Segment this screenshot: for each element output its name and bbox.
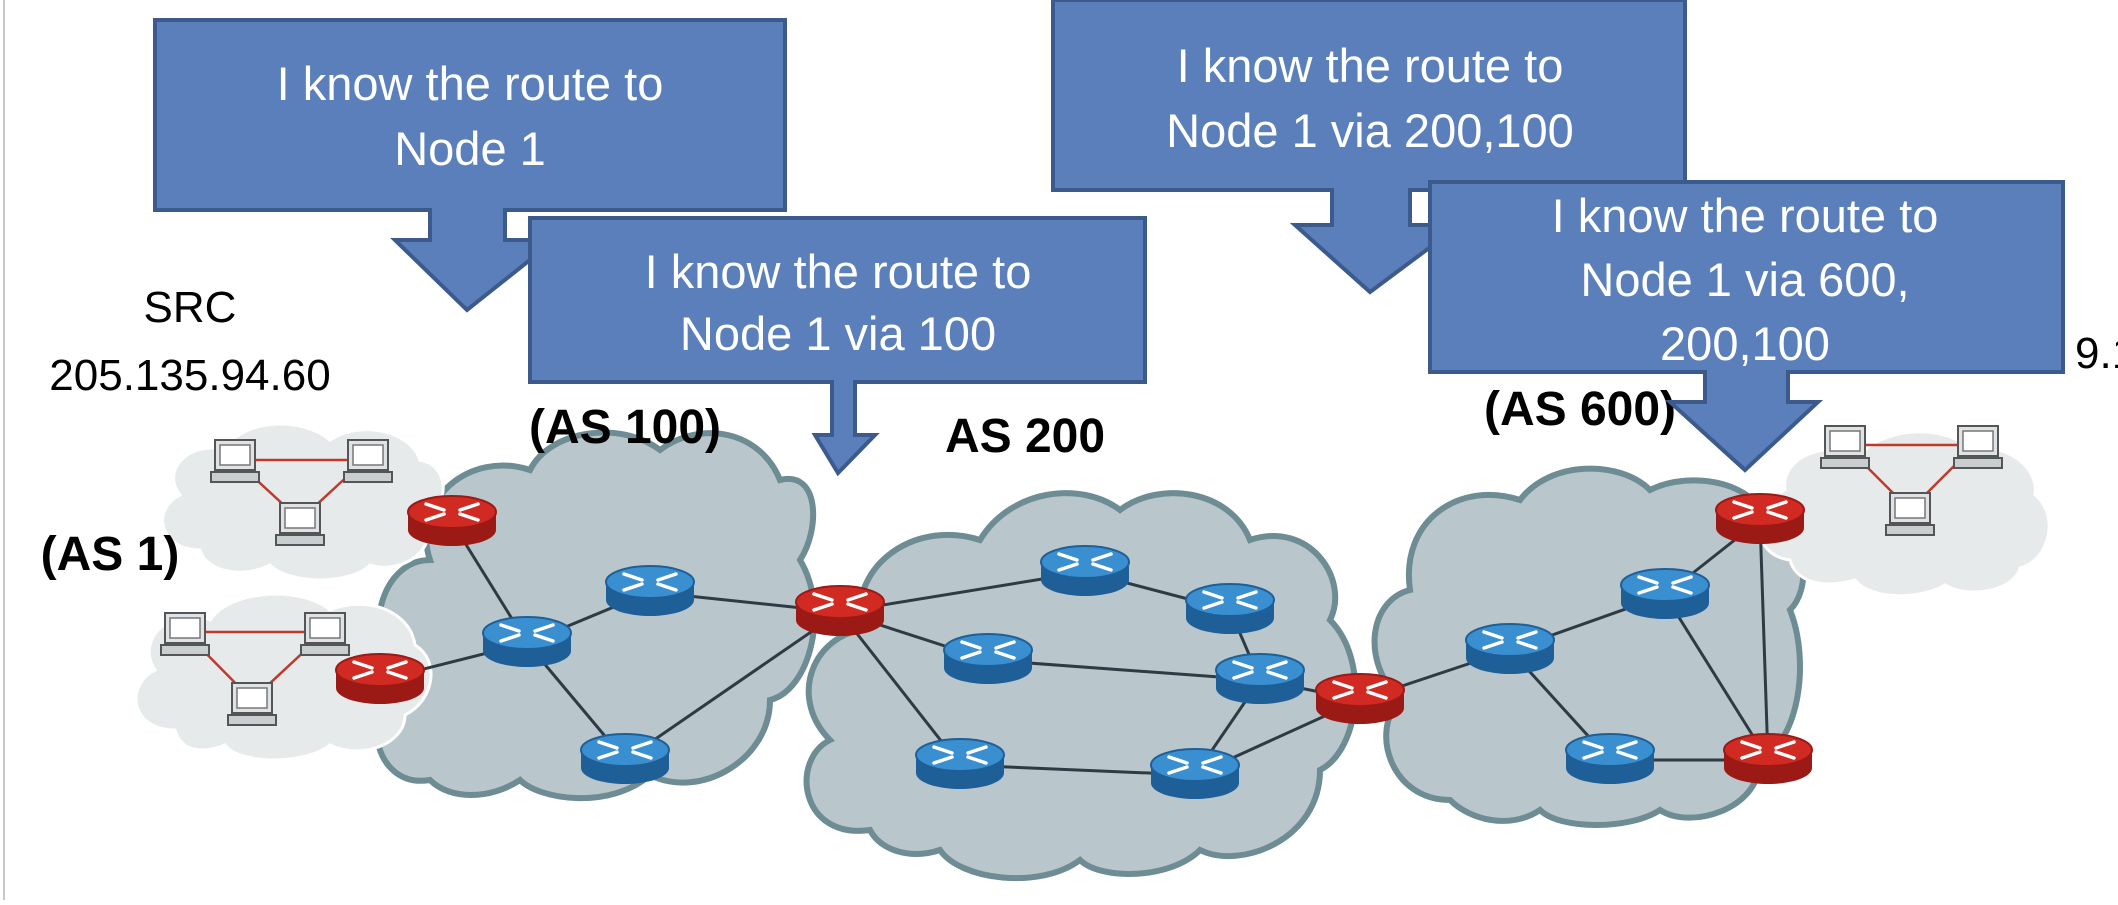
blue-router-icon (942, 632, 1034, 686)
callout-line: I know the route to (277, 57, 664, 110)
computer-icon (1820, 425, 1870, 469)
computer-icon (275, 502, 325, 546)
callout-line: Node 1 via 200,100 (1166, 104, 1574, 157)
src-ip-label: 205.135.94.60 (49, 351, 330, 400)
red-router-icon (794, 584, 886, 638)
callout-as600: I know the route to Node 1 via 600, 200,… (1428, 180, 2065, 473)
callout-line: Node 1 via 100 (680, 307, 996, 360)
blue-router-icon (481, 615, 573, 669)
blue-router-icon (1464, 622, 1556, 676)
red-router-icon (334, 652, 426, 706)
red-router-icon (1714, 492, 1806, 546)
callout-line: Node 1 (394, 122, 546, 175)
blue-router-icon (1184, 582, 1276, 636)
blue-router-icon (1619, 567, 1711, 621)
computer-icon (210, 439, 260, 483)
red-router-icon (1314, 672, 1406, 726)
as200-label: AS 200 (945, 410, 1105, 463)
callout-as200: I know the route to Node 1 via 100 (528, 216, 1147, 477)
blue-router-icon (914, 737, 1006, 791)
as600-label: (AS 600) (1484, 383, 1676, 436)
blue-router-icon (1214, 652, 1306, 706)
blue-router-icon (604, 564, 696, 618)
lan-cloud-src-top (161, 422, 445, 582)
callout-as100: I know the route to Node 1 (153, 18, 787, 313)
computer-icon (160, 612, 210, 656)
blue-router-icon (1149, 747, 1241, 801)
callout-line: 200,100 (1660, 317, 1830, 370)
computer-icon (227, 682, 277, 726)
computer-icon (300, 612, 350, 656)
src-label: SRC (144, 283, 237, 332)
callout-line: I know the route to (645, 245, 1032, 298)
callout-line: I know the route to (1177, 39, 1564, 92)
callout-line: I know the route to (1552, 189, 1939, 242)
as1-label: (AS 1) (41, 528, 180, 581)
red-router-icon (1722, 732, 1814, 786)
computer-icon (343, 439, 393, 483)
computer-icon (1885, 492, 1935, 536)
callout-line: Node 1 via 600, (1580, 253, 1909, 306)
destination-ip-partial: 9.1 (2075, 329, 2118, 378)
as100-label: (AS 100) (529, 401, 721, 454)
blue-router-icon (1039, 544, 1131, 598)
blue-router-icon (1564, 732, 1656, 786)
lan-cloud-src-bottom (134, 592, 433, 762)
computer-icon (1953, 425, 2003, 469)
blue-router-icon (579, 732, 671, 786)
red-router-icon (406, 494, 498, 548)
callout-as200-far: I know the route to Node 1 via 200,100 (1051, 0, 1687, 295)
